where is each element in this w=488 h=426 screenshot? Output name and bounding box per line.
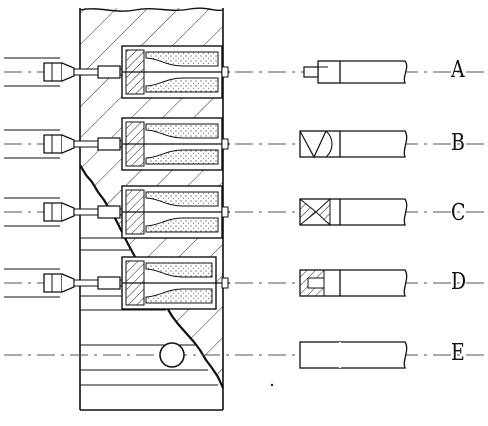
part-head-e bbox=[299, 341, 341, 369]
stage-e-punched-hole bbox=[159, 342, 185, 368]
part-body-a bbox=[340, 60, 408, 84]
stage-label-d: D bbox=[451, 269, 467, 295]
part-head-a bbox=[317, 60, 341, 84]
punch-taper-d bbox=[61, 273, 75, 293]
strip-guide-lines bbox=[80, 237, 218, 386]
stage-label-a: A bbox=[451, 57, 465, 83]
part-bore-d bbox=[307, 277, 325, 289]
part-tip-a bbox=[303, 66, 319, 78]
punch-head-a bbox=[43, 62, 63, 82]
die-upper-stock-c bbox=[145, 191, 219, 207]
punch-bushing-d bbox=[97, 276, 121, 290]
punch-bushing-c bbox=[97, 205, 121, 219]
stray-mark bbox=[270, 383, 274, 387]
punch-taper-c bbox=[61, 202, 75, 222]
punch-bushing-a bbox=[97, 65, 121, 79]
part-hatch-right-c bbox=[315, 197, 331, 227]
die-lower-stock-d bbox=[145, 288, 213, 304]
pin-tip-a bbox=[221, 66, 229, 78]
part-body-e bbox=[340, 341, 408, 369]
part-hatch-left-c bbox=[299, 197, 317, 227]
part-body-b bbox=[340, 130, 408, 158]
pin-tip-c bbox=[221, 206, 229, 218]
punch-bushing-b bbox=[97, 137, 121, 151]
die-lower-stock-b bbox=[145, 149, 219, 165]
die-upper-stock-d bbox=[145, 262, 213, 278]
pin-tip-b bbox=[221, 138, 229, 150]
punch-head-d bbox=[43, 273, 63, 293]
die-lower-stock-a bbox=[145, 77, 219, 93]
punch-head-b bbox=[43, 134, 63, 154]
pin-tip-d bbox=[221, 277, 229, 289]
die-lower-stock-c bbox=[145, 217, 219, 233]
stage-label-e: E bbox=[451, 340, 465, 366]
punch-head-c bbox=[43, 202, 63, 222]
punch-stations bbox=[4, 45, 488, 356]
stage-label-b: B bbox=[451, 130, 465, 156]
part-sequence bbox=[299, 60, 408, 369]
die-upper-stock-b bbox=[145, 123, 219, 139]
part-curve-b bbox=[325, 130, 333, 158]
stage-label-c: C bbox=[451, 200, 466, 226]
punch-taper-b bbox=[61, 134, 75, 154]
punch-taper-a bbox=[61, 62, 75, 82]
break-line-top bbox=[79, 7, 224, 12]
die-upper-stock-a bbox=[145, 51, 219, 67]
part-v-cut-b bbox=[299, 130, 327, 159]
part-body-c bbox=[340, 198, 408, 226]
part-body-d bbox=[340, 269, 408, 297]
